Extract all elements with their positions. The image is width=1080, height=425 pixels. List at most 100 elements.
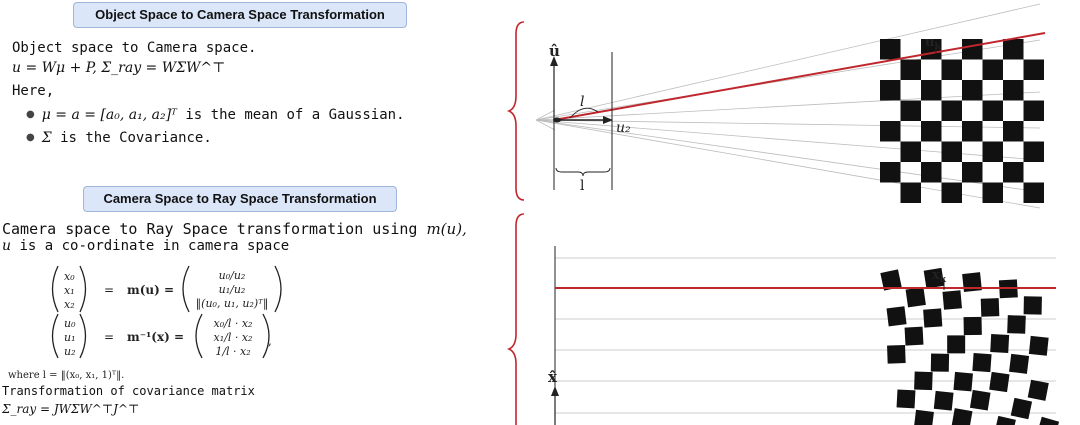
- checker-square: [1007, 315, 1026, 334]
- u2-label: u₂: [616, 120, 631, 136]
- camera-ray-line: Camera space to Ray Space transformation…: [2, 220, 467, 238]
- checker-square: [963, 316, 982, 336]
- bullet-covariance: ● Σ is the Covariance.: [26, 130, 212, 146]
- checker-square: [1023, 100, 1044, 121]
- rhs-row-2: x₁/l · x₂: [214, 331, 253, 344]
- checker-square: [962, 272, 982, 292]
- bullet-math: Σ: [41, 130, 52, 146]
- checker-square: [1003, 80, 1024, 101]
- checker-square: [942, 290, 962, 310]
- where-clause: where l = ‖(x₀, x₁, 1)ᵀ‖.: [8, 370, 124, 381]
- checker-square: [962, 121, 983, 142]
- checker-square: [1023, 182, 1044, 203]
- camera-space-diagram: û l u₂ l uk: [535, 3, 1046, 209]
- lhs-x2: x₂: [64, 298, 75, 311]
- checker-square: [982, 182, 1003, 203]
- bullet-mean: ●μ = a = [a₀, a₁, a₂]ᵀ is the mean of a …: [26, 107, 405, 123]
- checker-square: [941, 141, 962, 162]
- bullet-text: is the Covariance.: [51, 130, 212, 146]
- checker-square: [1023, 141, 1044, 162]
- object-to-camera-heading: Object Space to Camera Space Transformat…: [73, 2, 407, 28]
- checker-square: [980, 298, 1000, 317]
- checker-square: [900, 59, 921, 80]
- rhs-row-2: u₁/u₂: [219, 283, 246, 296]
- checker-square: [880, 121, 901, 142]
- checkerboard-bottom: [880, 267, 1060, 425]
- uk-label: uk: [925, 35, 941, 52]
- coordinate-line: u is a co-ordinate in camera space: [2, 238, 289, 254]
- checker-square: [972, 352, 992, 373]
- rhs-row-1: u₀/u₂: [219, 269, 246, 282]
- checker-square: [913, 409, 934, 425]
- lhs-x0: x₀: [64, 270, 75, 283]
- equals-sign: =: [104, 283, 114, 297]
- bullet-text: is the mean of a Gaussian.: [176, 107, 405, 123]
- left-paren: [51, 265, 59, 313]
- right-paren: [79, 265, 87, 313]
- checker-square: [921, 121, 942, 142]
- red-ray: [553, 32, 1046, 121]
- checker-square: [905, 287, 926, 308]
- checker-square: [951, 408, 973, 425]
- checker-square: [1003, 121, 1024, 142]
- rhs-row-3: ‖(u₀, u₁, u₂)ᵀ‖: [196, 297, 269, 311]
- checker-square: [962, 39, 983, 60]
- checker-square: [953, 371, 973, 392]
- checker-square: [1036, 416, 1060, 425]
- checker-square: [921, 80, 942, 101]
- left-paren: [195, 313, 203, 359]
- bullet-math: μ = a = [a₀, a₁, a₂]ᵀ: [41, 107, 177, 123]
- right-paren: [262, 313, 270, 359]
- coordinate-math: u: [2, 238, 12, 254]
- matrix-equation-1: x₀ x₁ x₂ = m(u) = u₀/u₂ u₁/u₂ ‖(u₀, u₁, …: [51, 265, 282, 313]
- u-hat-arrowhead: [550, 56, 558, 66]
- checker-square: [887, 345, 906, 364]
- checker-square: [886, 306, 907, 327]
- right-paren: [274, 265, 282, 313]
- checker-square: [1023, 59, 1044, 80]
- checker-square: [982, 59, 1003, 80]
- rhs-row-1: x₀/l · x₂: [214, 317, 253, 330]
- l-arc: [569, 107, 599, 119]
- coordinate-text: is a co-ordinate in camera space: [11, 238, 290, 254]
- x-hat-arrowhead: [551, 386, 559, 396]
- ray-lines: [535, 3, 1041, 209]
- checker-square: [1028, 335, 1049, 356]
- equals-sign: =: [104, 330, 114, 344]
- checker-square: [990, 334, 1010, 353]
- checker-square: [900, 141, 921, 162]
- camera-center: [553, 117, 561, 123]
- checker-square: [900, 182, 921, 203]
- checker-square: [1003, 162, 1024, 183]
- l-brace: [555, 167, 611, 177]
- checker-square: [904, 326, 924, 346]
- checker-square: [1003, 39, 1024, 60]
- camera-ray-math: m(u),: [426, 220, 467, 238]
- matrix-equation-2: u₀ u₁ u₂ = m⁻¹(x) = x₀/l · x₂ x₁/l · x₂ …: [51, 313, 272, 359]
- checker-square: [969, 389, 991, 411]
- top-brace: [506, 21, 525, 201]
- checker-square: [1023, 296, 1042, 315]
- checker-square: [900, 100, 921, 121]
- checker-square: [982, 141, 1003, 162]
- checker-square: [962, 80, 983, 101]
- bullet-dot: ●: [26, 132, 35, 143]
- here-label: Here,: [12, 83, 55, 99]
- checker-square: [962, 162, 983, 183]
- checkerboard-top: [880, 39, 1044, 203]
- ray-space-diagram: x̂ xk: [548, 246, 1060, 425]
- checker-square: [933, 390, 954, 411]
- covariance-text: Transformation of covariance matrix: [2, 384, 255, 398]
- checker-square: [982, 100, 1003, 121]
- checker-square: [880, 80, 901, 101]
- lhs-x1: x₁: [64, 284, 75, 297]
- checker-square: [1010, 397, 1033, 420]
- checker-square: [880, 269, 902, 291]
- checker-square: [941, 100, 962, 121]
- checker-square: [923, 267, 945, 289]
- x-hat-label: x̂: [548, 368, 558, 386]
- checker-square: [880, 39, 901, 60]
- l-top-label: l: [580, 94, 584, 110]
- left-paren: [182, 265, 190, 313]
